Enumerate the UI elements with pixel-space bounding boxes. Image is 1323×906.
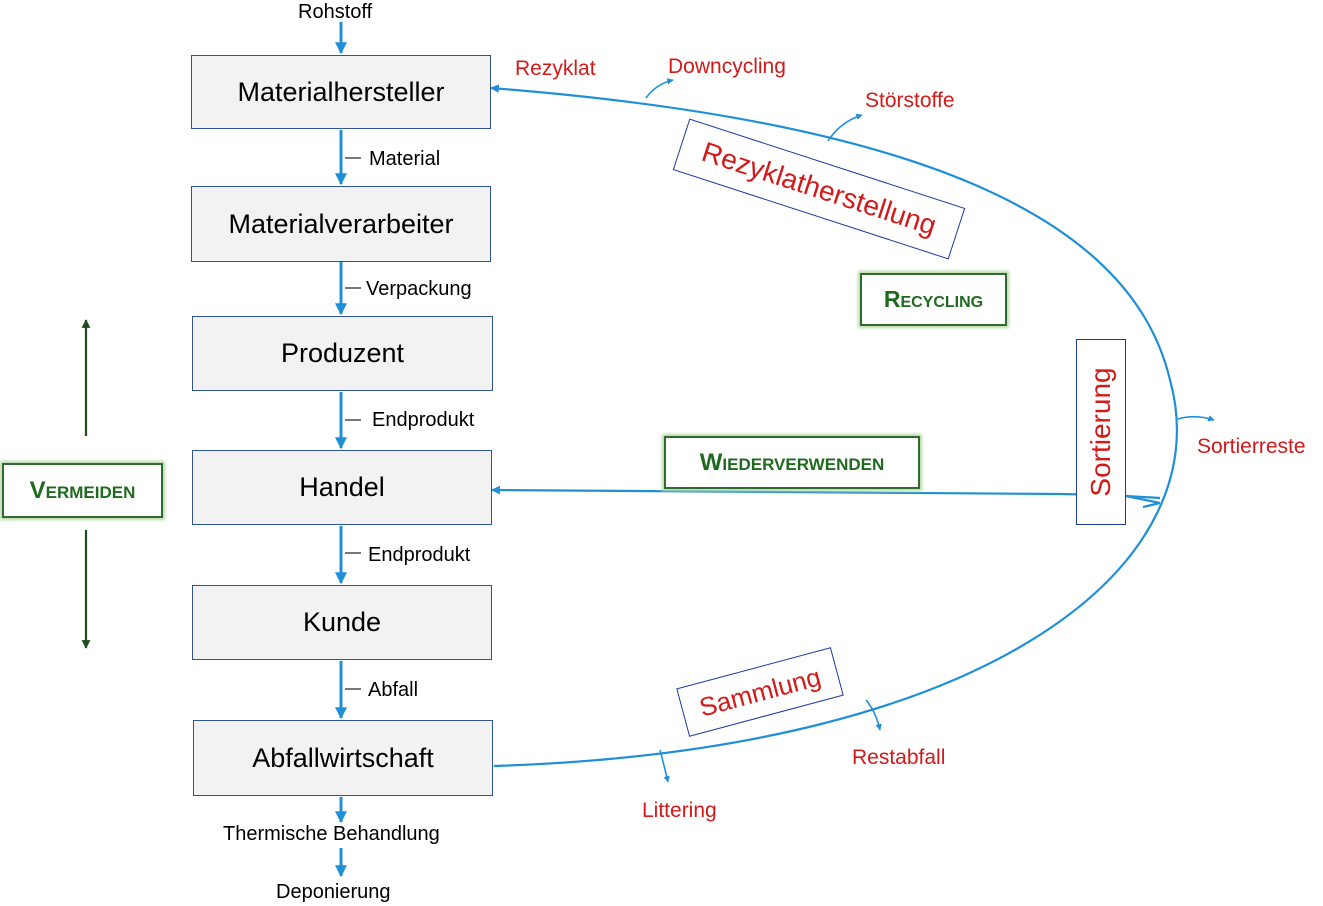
loss-littering: Littering: [642, 799, 717, 822]
output-deponierung: Deponierung: [276, 881, 391, 903]
flow-label-verpackung: Verpackung: [366, 278, 472, 300]
step-abfallwirtschaft: Abfallwirtschaft: [193, 720, 493, 796]
recycling-loop: [490, 84, 1179, 768]
loss-arrow-stoerstoffe: [827, 113, 863, 142]
step-materialhersteller: Materialhersteller: [191, 55, 491, 129]
stage-sortierung: Sortierung: [1076, 339, 1126, 525]
loss-arrow-downcycling: [645, 78, 674, 99]
flow-label-material: Material: [369, 148, 441, 170]
return-label-rezyklat: Rezyklat: [515, 57, 596, 80]
step-materialverarbeiter: Materialverarbeiter: [191, 186, 491, 262]
strategy-wiederverwenden: Wiederverwenden: [664, 436, 920, 489]
loss-downcycling: Downcycling: [668, 55, 786, 78]
step-handel: Handel: [192, 450, 492, 525]
output-thermische-behandlung: Thermische Behandlung: [223, 823, 440, 845]
loss-arrow-littering: [659, 749, 670, 783]
flow-label-abfall: Abfall: [368, 679, 419, 701]
strategy-recycling: Recycling: [860, 273, 1007, 326]
flow-label-endprodukt-1: Endprodukt: [372, 409, 475, 431]
strategy-vermeiden: Vermeiden: [2, 463, 163, 518]
loss-restabfall: Restabfall: [852, 746, 946, 769]
input-label: Rohstoff: [298, 1, 373, 23]
step-kunde: Kunde: [192, 585, 492, 660]
loss-stoerstoffe: Störstoffe: [865, 89, 955, 112]
step-produzent: Produzent: [192, 316, 493, 391]
loss-arrow-restabfall: [865, 699, 882, 731]
reuse-arrow: [491, 485, 1161, 500]
loss-arrow-sortierreste: [1177, 415, 1215, 422]
loss-sortierreste: Sortierreste: [1197, 435, 1306, 458]
flow-label-endprodukt-2: Endprodukt: [368, 544, 471, 566]
